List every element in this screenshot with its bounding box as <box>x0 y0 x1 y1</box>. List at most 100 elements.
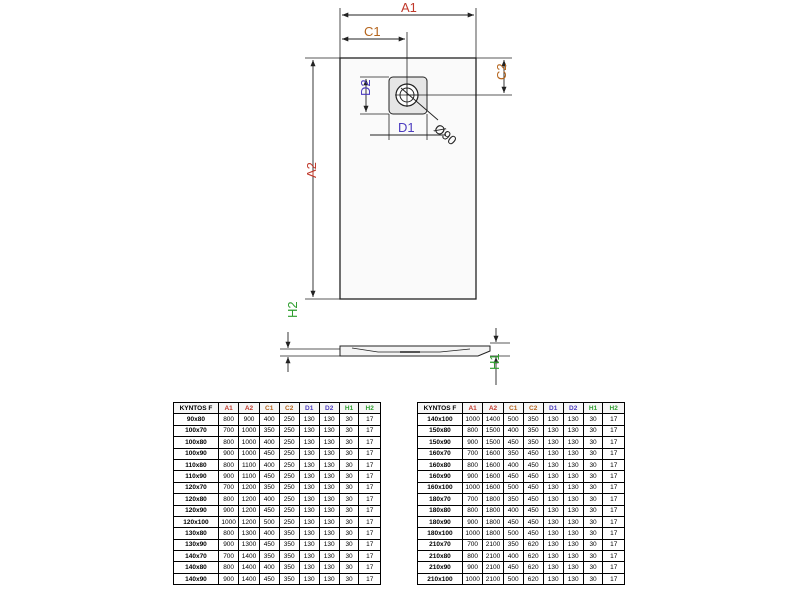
value-cell: 250 <box>278 470 300 483</box>
value-cell: 17 <box>358 504 381 517</box>
header-c1: C1 <box>502 401 524 415</box>
value-cell: 30 <box>582 413 604 426</box>
value-cell: 130 <box>298 561 320 574</box>
value-cell: 30 <box>338 481 360 495</box>
value-cell: 620 <box>522 561 544 574</box>
value-cell: 350 <box>502 493 524 506</box>
value-cell: 17 <box>358 572 381 586</box>
value-cell: 250 <box>278 436 300 449</box>
model-cell: 140x80 <box>173 561 219 574</box>
label-D2: D2 <box>358 79 373 96</box>
model-cell: 130x90 <box>173 538 219 552</box>
label-C1: C1 <box>364 24 381 39</box>
value-cell: 130 <box>298 436 320 449</box>
value-cell: 17 <box>602 447 625 460</box>
value-cell: 30 <box>338 561 360 574</box>
value-cell: 130 <box>318 470 340 483</box>
value-cell: 450 <box>258 470 280 483</box>
value-cell: 1200 <box>238 504 260 517</box>
value-cell: 450 <box>522 481 544 495</box>
value-cell: 130 <box>562 424 584 438</box>
value-cell: 250 <box>278 504 300 517</box>
header-h1: H1 <box>582 401 604 415</box>
value-cell: 1200 <box>238 515 260 529</box>
value-cell: 30 <box>338 458 360 472</box>
value-cell: 400 <box>258 493 280 506</box>
header-a1: A1 <box>217 401 240 415</box>
value-cell: 1000 <box>238 424 260 438</box>
value-cell: 700 <box>461 447 484 460</box>
model-cell: 160x90 <box>417 470 463 483</box>
value-cell: 1400 <box>238 561 260 574</box>
value-cell: 130 <box>318 447 340 460</box>
value-cell: 1600 <box>482 481 504 495</box>
value-cell: 450 <box>258 572 280 586</box>
value-cell: 30 <box>582 436 604 449</box>
value-cell: 130 <box>298 493 320 506</box>
value-cell: 250 <box>278 481 300 495</box>
value-cell: 17 <box>602 424 625 438</box>
value-cell: 130 <box>298 572 320 586</box>
header-kyntos-f: KYNTOS F <box>173 401 219 415</box>
header-d1: D1 <box>542 401 564 415</box>
value-cell: 17 <box>602 458 625 472</box>
value-cell: 500 <box>502 527 524 540</box>
value-cell: 17 <box>358 424 381 438</box>
label-D1: D1 <box>398 120 415 135</box>
value-cell: 1600 <box>482 447 504 460</box>
value-cell: 620 <box>522 572 544 586</box>
value-cell: 130 <box>298 550 320 563</box>
value-cell: 400 <box>502 504 524 517</box>
value-cell: 450 <box>502 515 524 529</box>
value-cell: 130 <box>298 424 320 438</box>
value-cell: 130 <box>542 413 564 426</box>
value-cell: 130 <box>542 470 564 483</box>
value-cell: 130 <box>318 527 340 540</box>
value-cell: 450 <box>258 538 280 552</box>
header-d2: D2 <box>562 401 584 415</box>
value-cell: 130 <box>542 436 564 449</box>
value-cell: 450 <box>502 436 524 449</box>
value-cell: 1400 <box>238 572 260 586</box>
value-cell: 30 <box>582 550 604 563</box>
value-cell: 30 <box>338 436 360 449</box>
model-cell: 150x90 <box>417 436 463 449</box>
value-cell: 900 <box>217 538 240 552</box>
value-cell: 30 <box>582 458 604 472</box>
value-cell: 900 <box>217 447 240 460</box>
value-cell: 30 <box>338 527 360 540</box>
value-cell: 700 <box>217 481 240 495</box>
value-cell: 350 <box>522 424 544 438</box>
value-cell: 400 <box>502 458 524 472</box>
value-cell: 30 <box>582 481 604 495</box>
value-cell: 900 <box>461 436 484 449</box>
value-cell: 17 <box>358 493 381 506</box>
header-d1: D1 <box>298 401 320 415</box>
model-cell: 210x90 <box>417 561 463 574</box>
value-cell: 130 <box>542 515 564 529</box>
value-cell: 2100 <box>482 561 504 574</box>
value-cell: 250 <box>278 424 300 438</box>
value-cell: 800 <box>461 550 484 563</box>
value-cell: 30 <box>582 447 604 460</box>
model-cell: 160x100 <box>417 481 463 495</box>
value-cell: 400 <box>258 436 280 449</box>
header-a2: A2 <box>482 401 504 415</box>
value-cell: 250 <box>278 447 300 460</box>
value-cell: 450 <box>522 504 544 517</box>
value-cell: 400 <box>258 561 280 574</box>
value-cell: 17 <box>602 504 625 517</box>
